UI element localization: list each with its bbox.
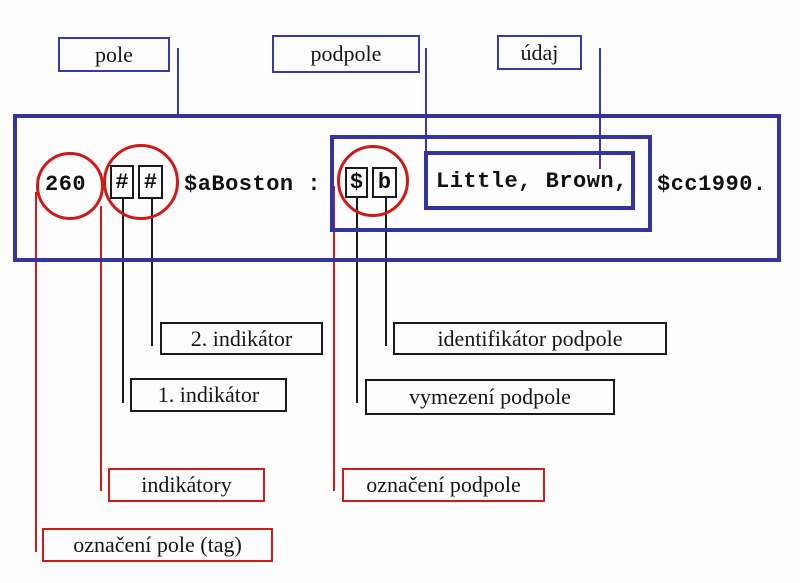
label-udaj-text: údaj (520, 39, 559, 65)
data-box (424, 151, 635, 210)
callout-indicator-1: 1. indikátor (130, 378, 287, 412)
indicator-2-box: # (138, 165, 163, 199)
subfield-data-value: Little, Brown, (436, 168, 628, 194)
callout-subfield-delimiter-text: vymezení podpole (409, 384, 571, 409)
connector-subfield-delimiter-line (356, 197, 358, 403)
callout-subfield-delimiter: vymezení podpole (365, 379, 615, 415)
subfield-delimiter-value: $ (349, 170, 364, 195)
indicators-circle (103, 144, 179, 220)
callout-indicator-2: 2. indikátor (160, 322, 323, 355)
connector-subfield-designation-line (333, 186, 335, 491)
callout-subfield-identifier: identifikátor podpole (393, 322, 667, 355)
callout-subfield-designation: označení podpole (342, 468, 545, 502)
subfield-box (330, 135, 652, 232)
subfield-code-value: b (377, 170, 392, 195)
subfield-delimiter-box: $ (345, 167, 368, 198)
indicator-1-value: # (115, 169, 129, 195)
label-udaj: údaj (497, 35, 582, 70)
tag-circle (36, 152, 104, 220)
subfield-c-value: $cc1990. (657, 171, 767, 197)
callout-indicator-1-text: 1. indikátor (157, 382, 260, 407)
label-pole-text: pole (95, 41, 133, 67)
indicator-1-box: # (110, 165, 134, 199)
connector-field-tag-line (35, 192, 37, 552)
connector-indicators-line (100, 206, 102, 491)
label-pole: pole (58, 37, 170, 72)
label-podpole-text: podpole (310, 41, 382, 66)
callout-field-tag: označení pole (tag) (42, 528, 273, 562)
connector-podpole-line (425, 48, 427, 152)
subfield-a-value: $aBoston : (184, 171, 322, 197)
callout-subfield-designation-text: označení podpole (366, 472, 521, 497)
connector-pole-line (177, 48, 179, 116)
connector-indicator-2-line (151, 198, 153, 346)
connector-indicator-1-line (122, 198, 124, 403)
field-box (13, 114, 781, 262)
connector-udaj-line (599, 48, 601, 169)
label-podpole: podpole (272, 35, 420, 73)
subfield-designation-circle (337, 145, 409, 217)
subfield-code-box: b (372, 167, 397, 198)
callout-indicators: indikátory (108, 468, 265, 502)
callout-indicator-2-text: 2. indikátor (190, 325, 293, 351)
indicator-2-value: # (143, 169, 158, 195)
callout-field-tag-text: označení pole (tag) (73, 532, 242, 557)
callout-subfield-identifier-text: identifikátor podpole (437, 325, 623, 351)
connector-subfield-identifier-line (385, 197, 387, 346)
field-tag-value: 260 (45, 171, 87, 197)
callout-indicators-text: indikátory (141, 472, 232, 497)
